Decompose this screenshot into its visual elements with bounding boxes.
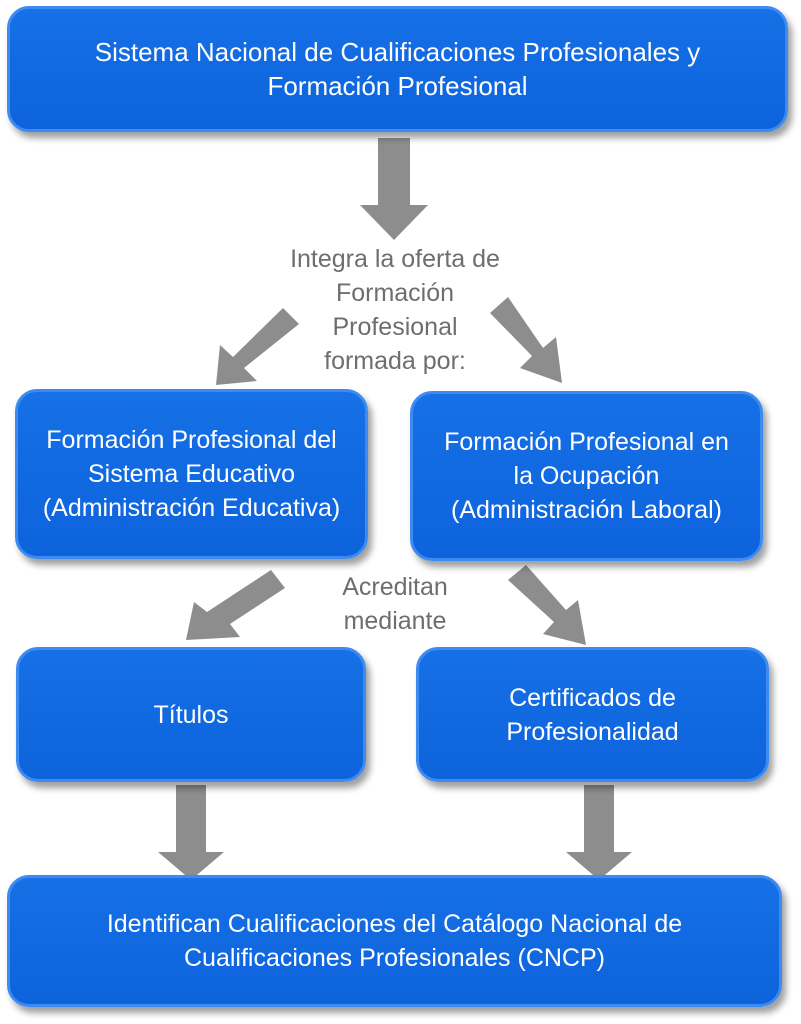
arrow-down-right-upper (490, 297, 562, 383)
arrow-down-titulos (158, 785, 224, 880)
acreditan-line-1: Acreditan (342, 573, 448, 601)
integra-line-1: Integra la oferta de (290, 245, 500, 273)
left-box-sistema-educativo: Formación Profesional del Sistema Educat… (15, 389, 368, 559)
arrow-down-right-lower (508, 565, 586, 645)
certificados-box: Certificados de Profesionalidad (416, 647, 769, 782)
integra-line-4: formada por: (324, 347, 466, 375)
bottom-box-cncp: Identifican Cualificaciones del Catálogo… (7, 875, 782, 1007)
bottom-box-line-2: Cualificaciones Profesionales (CNCP) (183, 944, 605, 972)
left-box-line-1: Formación Profesional del (46, 426, 337, 454)
arrow-down-left-lower (186, 570, 285, 640)
right-box-line-3: (Administración Laboral) (451, 496, 722, 524)
integra-line-2: Formación (335, 279, 455, 307)
acreditan-label: Acreditan mediante (300, 570, 490, 638)
right-box-line-2: la Ocupación (513, 462, 660, 490)
left-box-line-2: Sistema Educativo (87, 460, 296, 488)
right-box-line-1: Formación Profesional en (444, 428, 729, 456)
integra-line-3: Profesional (332, 313, 458, 341)
arrow-down-certificados (566, 785, 632, 880)
certificados-line-1: Certificados de (509, 683, 676, 712)
integra-label: Integra la oferta de Formación Profesion… (245, 242, 545, 378)
acreditan-line-2: mediante (343, 607, 447, 635)
left-box-line-3: (Administración Educativa) (42, 494, 341, 522)
bottom-box-line-1: Identifican Cualificaciones del Catálogo… (106, 910, 683, 938)
top-box-sistema-nacional: Sistema Nacional de Cualificaciones Prof… (7, 6, 788, 132)
certificados-line-2: Profesionalidad (506, 717, 679, 746)
top-box-line-2: Formación Profesional (267, 71, 528, 101)
titulos-box: Títulos (16, 647, 366, 782)
titulos-line-1: Títulos (153, 700, 229, 729)
right-box-ocupacion: Formación Profesional en la Ocupación (A… (410, 391, 763, 561)
top-box-line-1: Sistema Nacional de Cualificaciones Prof… (94, 37, 701, 67)
arrow-down-left-upper (216, 308, 299, 385)
arrow-down-top (360, 138, 428, 240)
